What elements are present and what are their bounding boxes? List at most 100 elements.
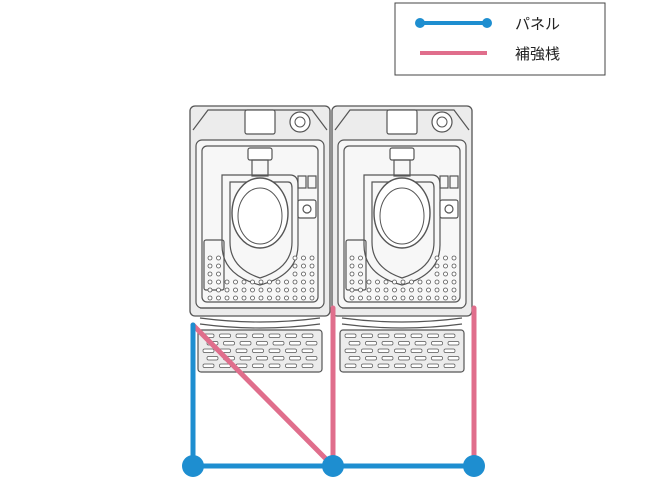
legend-box xyxy=(394,2,606,76)
floor-dot xyxy=(443,263,448,269)
structure-lines xyxy=(182,305,485,477)
floor-dot xyxy=(366,295,372,301)
inner-frame-2 xyxy=(343,145,461,303)
tank-box xyxy=(244,109,276,135)
floor-dot xyxy=(301,263,306,269)
panel-node-middle xyxy=(322,455,344,477)
toilet-unit-left xyxy=(189,105,331,373)
step-slot xyxy=(301,363,314,368)
seat-hinge-stem xyxy=(393,159,411,177)
floor-dot xyxy=(392,295,397,301)
floor-dot xyxy=(451,287,457,293)
floor-dot xyxy=(284,295,289,301)
switch-a xyxy=(439,175,449,189)
step-slot xyxy=(252,363,264,368)
step-slot xyxy=(348,356,361,361)
step-slot xyxy=(285,363,297,368)
step-slot xyxy=(239,341,252,346)
floor-dot xyxy=(301,255,306,261)
floor-dot xyxy=(358,255,363,261)
floor-dot xyxy=(434,255,440,261)
floor-dot xyxy=(409,287,414,293)
switch-b xyxy=(307,175,317,189)
step-slot xyxy=(365,356,377,361)
step-slot xyxy=(410,363,423,368)
floor-dot xyxy=(224,295,230,301)
step-slot xyxy=(285,348,297,353)
floor-dot xyxy=(292,263,298,269)
toilet-bowl xyxy=(379,187,425,245)
floor-dot xyxy=(383,287,389,293)
floor-dot xyxy=(366,287,372,293)
floor-dot xyxy=(426,295,431,301)
floor-dot xyxy=(443,295,448,301)
floor-dot xyxy=(258,287,264,293)
step-slot xyxy=(256,341,268,346)
step-slot xyxy=(235,333,248,338)
step-slot xyxy=(268,348,281,353)
step-slot xyxy=(285,333,297,338)
step-slot xyxy=(289,356,301,361)
floor-dot xyxy=(292,279,298,285)
legend-item-reinforcement: 補強桟 xyxy=(420,45,560,63)
floor-dot xyxy=(207,295,213,301)
floor-dot xyxy=(267,287,272,293)
floor-dot xyxy=(426,287,431,293)
floor-dot xyxy=(309,255,315,261)
step-slot xyxy=(361,333,373,338)
floor-dot xyxy=(426,279,431,285)
floor-dot xyxy=(241,279,247,285)
floor-dot xyxy=(434,279,440,285)
step-slot xyxy=(398,356,410,361)
step-slot xyxy=(305,341,318,346)
floor-dot xyxy=(375,287,380,293)
floor-dot xyxy=(309,271,315,277)
floor-dot xyxy=(400,295,406,301)
step-slot xyxy=(252,333,264,338)
floor-dot xyxy=(284,287,289,293)
floor-dot xyxy=(301,271,306,277)
floor-dot xyxy=(383,295,389,301)
floor-dot xyxy=(216,271,221,277)
door-sill-curve-2 xyxy=(199,323,321,329)
floor-dot xyxy=(250,279,255,285)
floor-dot xyxy=(267,295,272,301)
floor-dot xyxy=(451,279,457,285)
floor-dot xyxy=(207,255,213,261)
floor-dot xyxy=(434,295,440,301)
floor-dot xyxy=(267,279,272,285)
step-slot xyxy=(202,363,215,368)
floor-dot xyxy=(216,279,221,285)
floor-dot xyxy=(392,279,397,285)
floor-dot xyxy=(358,263,363,269)
vent-inner xyxy=(294,116,306,128)
step-slot xyxy=(272,356,285,361)
bowl-housing-inner xyxy=(371,181,435,279)
floor-dot xyxy=(301,279,306,285)
seat-hinge xyxy=(247,147,273,161)
floor-dot xyxy=(275,279,281,285)
floor-dot xyxy=(434,271,440,277)
step-slot xyxy=(223,341,235,346)
floor-dot xyxy=(349,287,355,293)
floor-dot xyxy=(434,287,440,293)
floor-dot xyxy=(224,279,230,285)
step-slot xyxy=(377,333,390,338)
paper-roll xyxy=(444,204,454,214)
floor-dot xyxy=(417,295,423,301)
floor-dot xyxy=(417,279,423,285)
bowl-housing xyxy=(221,174,299,286)
floor-dot xyxy=(216,263,221,269)
step-slot xyxy=(268,363,281,368)
toilet-unit-right xyxy=(331,105,473,373)
floor-dot xyxy=(233,279,238,285)
floor-dot xyxy=(301,287,306,293)
floor-dot xyxy=(207,271,213,277)
floor-dot xyxy=(250,295,255,301)
floor-dot xyxy=(292,255,298,261)
step-slot xyxy=(235,348,248,353)
step-slot xyxy=(427,333,439,338)
step-slot xyxy=(443,363,456,368)
floor-dot xyxy=(284,279,289,285)
step-slot xyxy=(344,363,357,368)
